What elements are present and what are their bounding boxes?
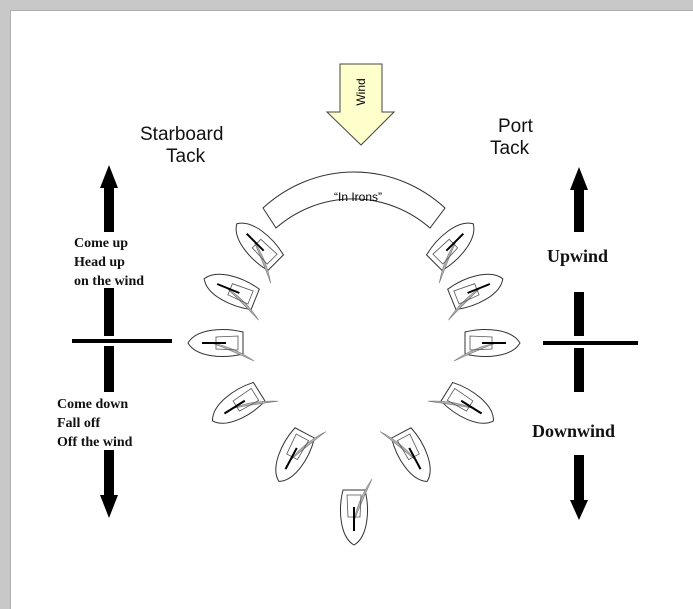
tiller [445, 232, 465, 252]
come-down-labels: Come down Fall off Off the wind [57, 395, 132, 452]
on-the-wind-text: on the wind [74, 274, 145, 289]
right-down-arrow [570, 455, 588, 520]
port-line-2: Tack [490, 138, 530, 159]
starboard-line-1: Starboard [140, 124, 224, 145]
mainsail [211, 342, 255, 362]
head-up-text: Head up [74, 255, 125, 270]
cockpit [453, 283, 480, 305]
tiller [467, 283, 491, 294]
tiller [245, 232, 265, 252]
mainsail [453, 342, 497, 362]
tiller [408, 447, 422, 470]
dead-run-boat [340, 478, 373, 546]
mainsail [289, 431, 326, 461]
tiller [223, 399, 246, 415]
tiller [284, 447, 298, 470]
cockpit [215, 335, 239, 351]
right-upper-bar [574, 292, 584, 336]
left-up-arrow [100, 165, 118, 232]
starboard-line-2: Tack [166, 146, 206, 167]
in-irons-zone [262, 171, 446, 229]
wind-arrow [325, 63, 396, 146]
cockpit [251, 238, 278, 265]
left-upper-bar [104, 288, 114, 336]
starboard-close-reach-boat [203, 273, 260, 321]
fall-off-text: Fall off [57, 416, 101, 431]
cockpit [396, 433, 420, 461]
cockpit [346, 494, 362, 518]
right-lower-bar [574, 348, 584, 392]
starboard-beam-reach-boat [187, 329, 255, 362]
port-close-hauled-boat [425, 222, 475, 284]
tiller [460, 399, 483, 415]
cockpit [227, 283, 254, 305]
wind-label: Wind [354, 78, 368, 105]
cockpit [232, 387, 260, 412]
mainsail [253, 240, 272, 284]
starboard-tack-label: Starboard Tack [140, 124, 223, 168]
mainsail [448, 287, 481, 321]
right-horizon-line [543, 341, 638, 345]
starboard-broad-reach-boat [212, 381, 279, 424]
come-down-text: Come down [57, 397, 129, 412]
port-tack-label: Port Tack [490, 116, 533, 160]
port-beam-reach-boat [453, 329, 521, 362]
off-the-wind-text: Off the wind [57, 435, 133, 450]
starboard-close-hauled-boat [235, 222, 285, 284]
left-heading-scale [72, 165, 172, 518]
come-up-labels: Come up Head up on the wind [74, 234, 144, 291]
port-run-boat [380, 427, 431, 482]
mainsail [226, 287, 259, 321]
mainsail [380, 431, 417, 461]
come-up-text: Come up [74, 236, 129, 251]
right-up-arrow [570, 167, 588, 232]
mainsail [438, 240, 457, 284]
port-line-1: Port [498, 116, 533, 137]
right-heading-scale [543, 167, 638, 520]
cockpit [286, 433, 310, 461]
upwind-label: Upwind [547, 246, 609, 266]
starboard-run-boat [275, 427, 326, 482]
port-broad-reach-boat [427, 381, 494, 424]
in-irons-label: “In Irons” [334, 190, 382, 204]
port-close-reach-boat [447, 273, 504, 321]
cockpit [432, 238, 459, 265]
tiller [216, 283, 240, 294]
cockpit [446, 387, 474, 412]
left-horizon-line [72, 339, 172, 343]
downwind-label: Downwind [532, 421, 616, 441]
mainsail [353, 478, 373, 522]
cockpit [469, 335, 493, 351]
boat-ring [187, 222, 521, 546]
left-lower-bar [104, 346, 114, 392]
left-down-arrow [100, 450, 118, 518]
